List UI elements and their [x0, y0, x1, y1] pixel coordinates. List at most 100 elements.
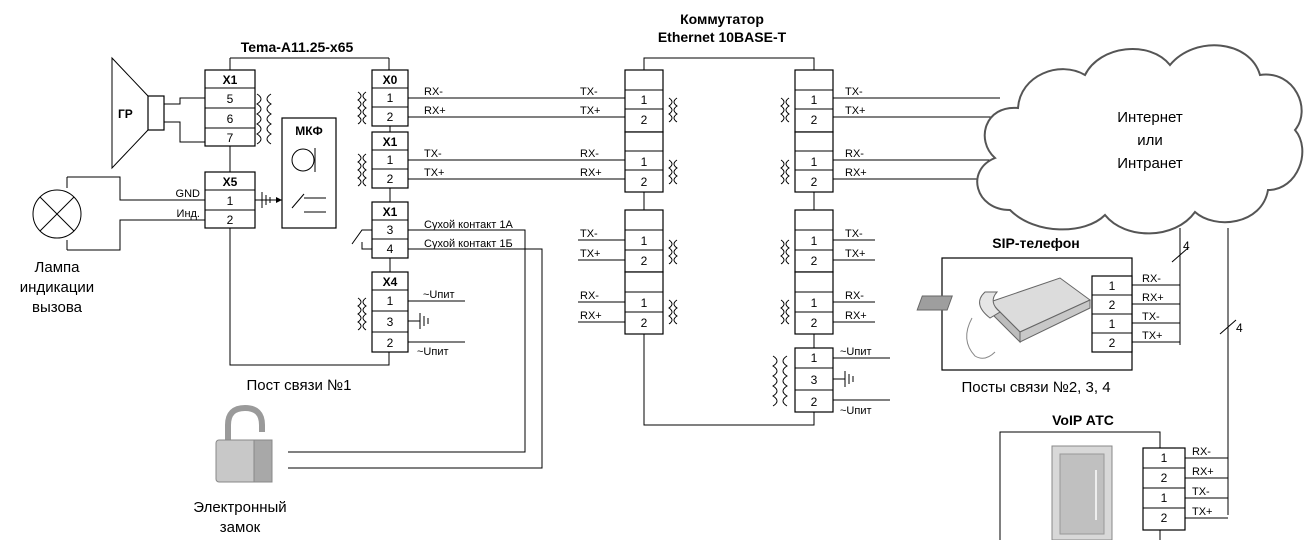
svg-text:1: 1 — [641, 155, 648, 169]
svg-text:2: 2 — [1109, 336, 1116, 350]
signal-label: RX+ — [1142, 292, 1164, 304]
svg-text:1: 1 — [811, 234, 818, 248]
signal-label: TX+ — [845, 105, 865, 117]
svg-text:2: 2 — [1109, 298, 1116, 312]
pin-label: 1 — [387, 91, 394, 105]
svg-text:2: 2 — [811, 395, 818, 409]
pin-label: 1 — [387, 153, 394, 167]
signal-label: RX+ — [845, 167, 867, 179]
upit-label: ~Uпит — [840, 346, 872, 358]
svg-text:1: 1 — [1109, 317, 1116, 331]
transformer-icon — [362, 153, 367, 187]
lock-caption-line1: Электронный — [193, 499, 286, 516]
dry-contact-label-1: Сухой контакт 1А — [424, 219, 513, 231]
signal-label: TX+ — [1142, 330, 1162, 342]
pin-label: 4 — [387, 242, 394, 256]
switch-ports-right: 1 2 1 2 1 2 1 2 1 3 2 — [794, 69, 834, 413]
pin-label: 3 — [387, 315, 394, 329]
connector-x1-dry-label: X1 — [383, 205, 398, 219]
svg-text:1: 1 — [641, 234, 648, 248]
signal-label: TX+ — [580, 105, 600, 117]
connector-x1-eth-label: X1 — [383, 135, 398, 149]
pin-label: 6 — [227, 112, 234, 126]
signal-label: TX- — [1192, 486, 1210, 498]
svg-text:1: 1 — [811, 155, 818, 169]
signal-label: TX+ — [580, 248, 600, 260]
cable-tick — [1171, 247, 1189, 263]
svg-text:1: 1 — [1161, 491, 1168, 505]
connector-x1-label: X1 — [223, 73, 238, 87]
signal-label: TX- — [580, 228, 598, 240]
mic-label: МКФ — [295, 124, 322, 138]
device-title: Tema-A11.25-x65 — [241, 39, 354, 55]
signal-label: TX+ — [845, 248, 865, 260]
dry-contact-label-2: Сухой контакт 1Б — [424, 238, 513, 250]
signal-label: TX- — [845, 86, 863, 98]
svg-text:2: 2 — [811, 175, 818, 189]
cable-tick — [1219, 319, 1237, 335]
signal-label: RX- — [424, 86, 443, 98]
svg-text:2: 2 — [641, 175, 648, 189]
transformer-icon — [668, 97, 673, 123]
ground-icon — [844, 371, 854, 387]
signal-label: RX- — [580, 148, 599, 160]
pin-label: 2 — [387, 172, 394, 186]
lamp-icon — [32, 189, 82, 239]
svg-text:2: 2 — [811, 113, 818, 127]
pin-label: 3 — [387, 223, 394, 237]
svg-text:1: 1 — [641, 93, 648, 107]
lock-caption-line2: замок — [220, 519, 261, 536]
lamp-caption-line1: Лампа — [35, 259, 81, 276]
pin-label: 7 — [227, 131, 234, 145]
signal-label: RX+ — [580, 310, 602, 322]
upit-label: ~Uпит — [423, 289, 455, 301]
transformer-icon — [785, 239, 790, 265]
phone-icon — [916, 277, 1091, 359]
signal-label: TX+ — [1192, 506, 1212, 518]
switch-title-line2: Ethernet 10BASE-T — [658, 29, 787, 45]
signal-label: RX+ — [845, 310, 867, 322]
connector-x5-label: X5 — [223, 175, 238, 189]
signal-label: RX+ — [424, 105, 446, 117]
pin-label: 2 — [227, 213, 234, 227]
signal-label: RX- — [580, 290, 599, 302]
pin-label: 1 — [387, 294, 394, 308]
lock-icon — [215, 404, 273, 483]
signal-label: TX- — [424, 148, 442, 160]
pin-label: 2 — [387, 110, 394, 124]
switch-icon — [351, 229, 372, 250]
connector-x1-left: X1 5 6 7 — [204, 69, 256, 147]
transformer-icon — [362, 91, 367, 125]
sip-title: SIP-телефон — [992, 235, 1079, 251]
signal-label: TX+ — [424, 167, 444, 179]
pin-label: 5 — [227, 92, 234, 106]
sip-caption: Посты связи №2, 3, 4 — [961, 379, 1110, 396]
connector-x1-dry: X1 3 4 — [371, 201, 409, 259]
connector-x1-ethernet: X1 1 2 — [371, 131, 409, 189]
ground-icon — [419, 313, 429, 329]
signal-label: TX- — [580, 86, 598, 98]
ground-icon — [261, 192, 271, 208]
transformer-icon — [785, 159, 790, 185]
switch-title-line1: Коммутатор — [680, 11, 764, 27]
cloud-text-line3: Интранет — [1117, 155, 1183, 172]
svg-text:2: 2 — [641, 316, 648, 330]
voip-title: VoIP АТС — [1052, 412, 1114, 428]
pin-label: 1 — [227, 194, 234, 208]
signal-label: RX- — [1142, 273, 1161, 285]
cable-count: 4 — [1236, 321, 1243, 335]
signal-label: RX- — [1192, 446, 1211, 458]
svg-text:3: 3 — [811, 373, 818, 387]
svg-text:2: 2 — [811, 254, 818, 268]
svg-text:1: 1 — [1109, 279, 1116, 293]
sip-connector: 1 2 1 2 — [1091, 275, 1133, 353]
signal-label: RX+ — [1192, 466, 1214, 478]
cloud-text-line2: или — [1137, 132, 1163, 149]
svg-text:2: 2 — [811, 316, 818, 330]
voip-connector: 1 2 1 2 — [1142, 447, 1186, 531]
svg-text:2: 2 — [1161, 471, 1168, 485]
signal-label: TX- — [845, 228, 863, 240]
transformer-icon — [782, 355, 788, 407]
transformer-icon — [668, 159, 673, 185]
